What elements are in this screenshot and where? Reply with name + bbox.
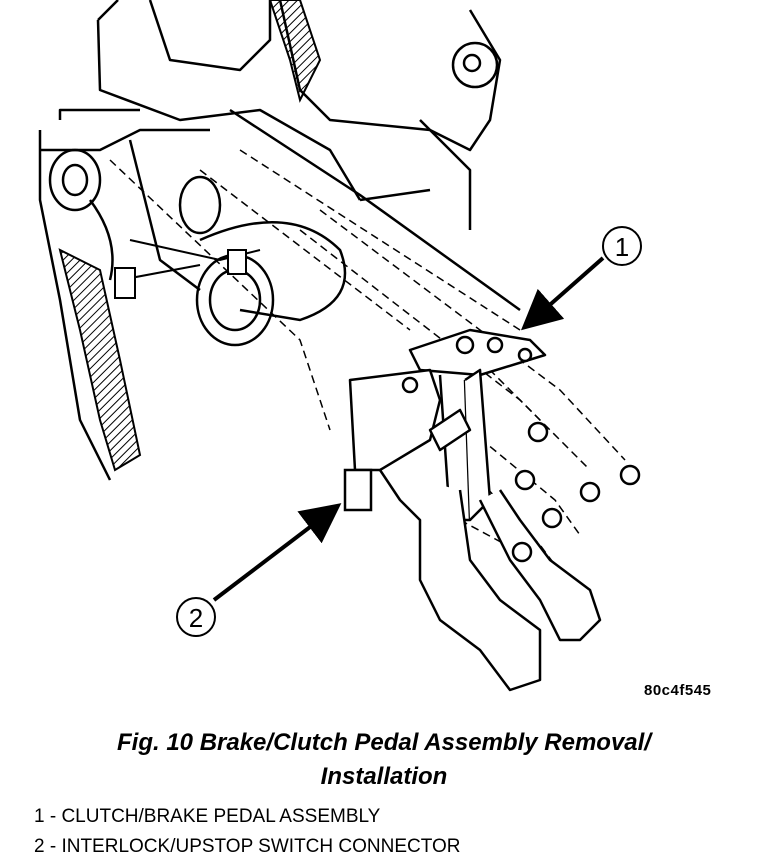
callout-1: 1 xyxy=(520,226,642,331)
legend-item: 1 - CLUTCH/BRAKE PEDAL ASSEMBLY xyxy=(34,806,381,827)
callout-1-number: 1 xyxy=(615,232,629,262)
image-code: 80c4f545 xyxy=(644,682,712,699)
caption-line-2: Installation xyxy=(320,763,448,790)
hatched-bracket xyxy=(58,248,142,472)
legend-item: 2 - INTERLOCK/UPSTOP SWITCH CONNECTOR xyxy=(34,836,461,857)
nuts xyxy=(511,421,641,563)
hatched-upper xyxy=(268,0,322,103)
callout-2: 2 xyxy=(176,503,342,637)
figure-caption: Fig. 10 Brake/Clutch Pedal Assembly Remo… xyxy=(0,726,768,794)
wiring xyxy=(114,239,261,299)
pedal-assembly-illustration: 1 2 xyxy=(38,0,642,692)
callout-2-number: 2 xyxy=(189,603,203,633)
interlock-connector xyxy=(343,468,373,512)
caption-line-1: Fig. 10 Brake/Clutch Pedal Assembly Remo… xyxy=(117,729,651,756)
pedal-assembly xyxy=(348,328,602,692)
dash-panel-structure xyxy=(38,0,521,481)
legend-list: 1 - CLUTCH/BRAKE PEDAL ASSEMBLY 2 - INTE… xyxy=(34,802,461,862)
